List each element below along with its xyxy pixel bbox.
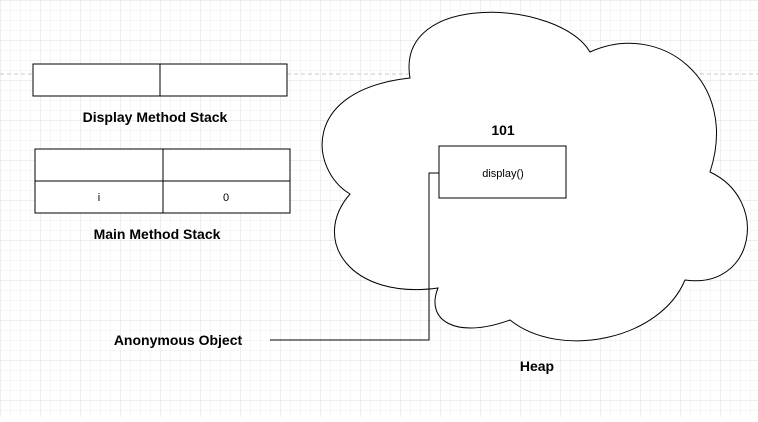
display-stack-label: Display Method Stack: [83, 109, 228, 125]
reference-pointer-line: [270, 172, 439, 341]
heap-object-frame: [438, 145, 567, 199]
main-method-stack[interactable]: i 0: [34, 148, 291, 214]
heap-object-box[interactable]: display(): [438, 145, 567, 199]
object-method: display(): [482, 168, 524, 180]
main-stack-variable-name: i: [98, 192, 100, 204]
display-method-stack[interactable]: [32, 63, 288, 97]
anonymous-object-label: Anonymous Object: [114, 332, 243, 348]
main-stack-label: Main Method Stack: [94, 226, 221, 242]
object-address: 101: [491, 122, 515, 138]
heap-label: Heap: [520, 358, 554, 374]
main-stack-variable-value: 0: [223, 192, 229, 204]
